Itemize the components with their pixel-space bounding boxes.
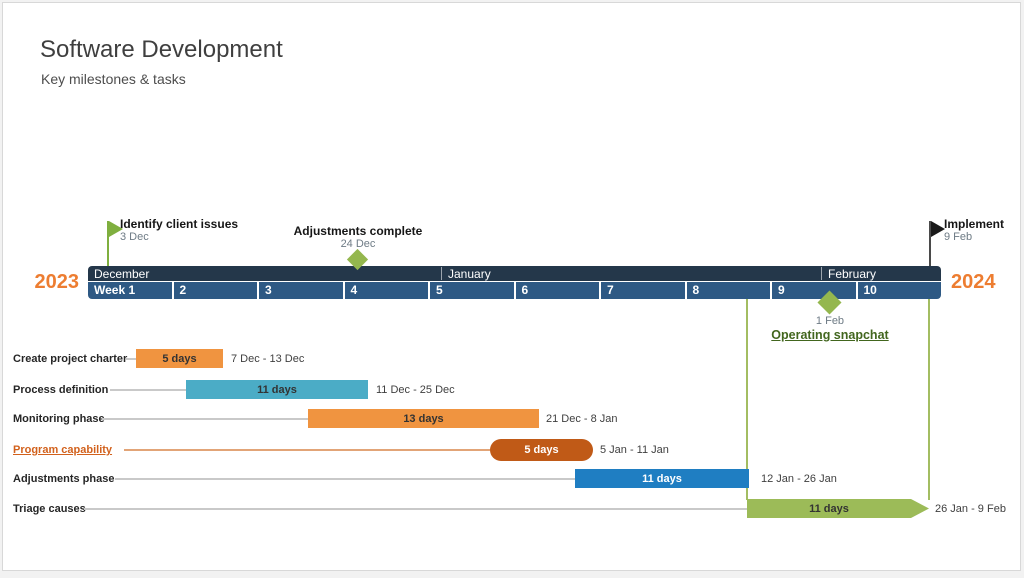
task-duration: 13 days — [403, 412, 444, 425]
milestone-pole — [929, 221, 931, 266]
week-cell-6: 6 — [513, 282, 599, 299]
task-label-link[interactable]: Program capability — [13, 444, 113, 456]
timeline-canvas: Software Development Key milestones & ta… — [2, 2, 1021, 571]
week-cell-10: 10 — [855, 282, 941, 299]
task-dates: 5 Jan - 11 Jan — [600, 444, 669, 456]
task-duration: 5 days — [524, 444, 559, 456]
milestone-label: Adjustments complete — [293, 224, 423, 238]
task-dates: 21 Dec - 8 Jan — [546, 413, 618, 425]
task-bar-create-project-charter[interactable]: 5 days — [136, 349, 223, 368]
task-duration: 11 days — [809, 502, 849, 515]
task-label: Create project charter — [13, 353, 128, 365]
task-dates: 11 Dec - 25 Dec — [376, 384, 455, 396]
month-december: December — [94, 267, 150, 281]
task-bar-triage-causes[interactable]: 11 days — [747, 499, 929, 518]
task-connector — [126, 358, 136, 360]
milestone-label: Implement — [944, 217, 1005, 231]
week-row: Week 1 2 3 4 5 6 7 8 9 10 — [88, 282, 941, 299]
month-february: February — [828, 267, 877, 281]
timeline-band: December January February Week 1 2 3 4 5… — [88, 266, 941, 299]
task-bar-adjustments-phase[interactable]: 11 days — [575, 469, 749, 488]
milestone-date: 1 Feb — [815, 315, 845, 327]
week-cell-4: 4 — [342, 282, 428, 299]
milestone-label: Identify client issues — [120, 217, 239, 231]
task-dates: 7 Dec - 13 Dec — [231, 353, 305, 365]
milestone-adjustments-complete: Adjustments complete 24 Dec — [248, 224, 468, 251]
month-january: January — [448, 267, 491, 281]
week-cell-2: 2 — [171, 282, 257, 299]
task-duration: 11 days — [642, 472, 682, 485]
range-connector-line — [928, 299, 930, 500]
task-duration: 11 days — [257, 383, 297, 396]
task-label: Monitoring phase — [13, 413, 105, 425]
milestone-identify-client-issues: Identify client issues 3 Dec — [120, 217, 238, 244]
task-bar-process-definition[interactable]: 11 days — [186, 380, 368, 399]
week-cell-8: 8 — [684, 282, 770, 299]
task-label: Adjustments phase — [13, 473, 115, 485]
milestone-pole — [107, 221, 109, 266]
task-duration: 5 days — [162, 352, 197, 365]
black-flag-icon[interactable] — [931, 221, 945, 237]
task-bar-program-capability[interactable]: 5 days — [490, 439, 593, 461]
task-connector — [102, 418, 308, 420]
task-connector — [84, 508, 747, 510]
milestone-date: 3 Dec — [120, 231, 149, 243]
year-label-right: 2024 — [951, 271, 996, 293]
milestone-date: 24 Dec — [340, 238, 376, 250]
range-connector-line — [746, 299, 748, 500]
milestone-link-label[interactable]: Operating snapchat — [771, 328, 889, 342]
task-bar-monitoring-phase[interactable]: 13 days — [308, 409, 539, 428]
week-cell-5: 5 — [428, 282, 514, 299]
task-dates: 26 Jan - 9 Feb — [935, 503, 1006, 515]
task-connector — [124, 449, 490, 451]
task-dates: 12 Jan - 26 Jan — [761, 473, 837, 485]
task-label: Triage causes — [13, 503, 86, 515]
year-label-left: 2023 — [34, 271, 80, 293]
task-label: Process definition — [13, 384, 109, 396]
week-cell-9: 9 — [770, 282, 856, 299]
page-subtitle: Key milestones & tasks — [41, 71, 186, 87]
month-separator — [441, 267, 442, 280]
page-title: Software Development — [40, 36, 283, 63]
week-cell-7: 7 — [599, 282, 685, 299]
month-row: December January February — [88, 266, 941, 281]
month-separator — [821, 267, 822, 280]
milestone-operating-snapchat: 1 Feb Operating snapchat — [720, 315, 940, 343]
milestone-implement: Implement 9 Feb — [944, 217, 1004, 244]
week-cell-3: 3 — [257, 282, 343, 299]
milestone-date: 9 Feb — [944, 231, 973, 243]
week-cell-1: Week 1 — [88, 282, 172, 299]
task-connector — [110, 389, 186, 391]
task-connector — [115, 478, 575, 480]
